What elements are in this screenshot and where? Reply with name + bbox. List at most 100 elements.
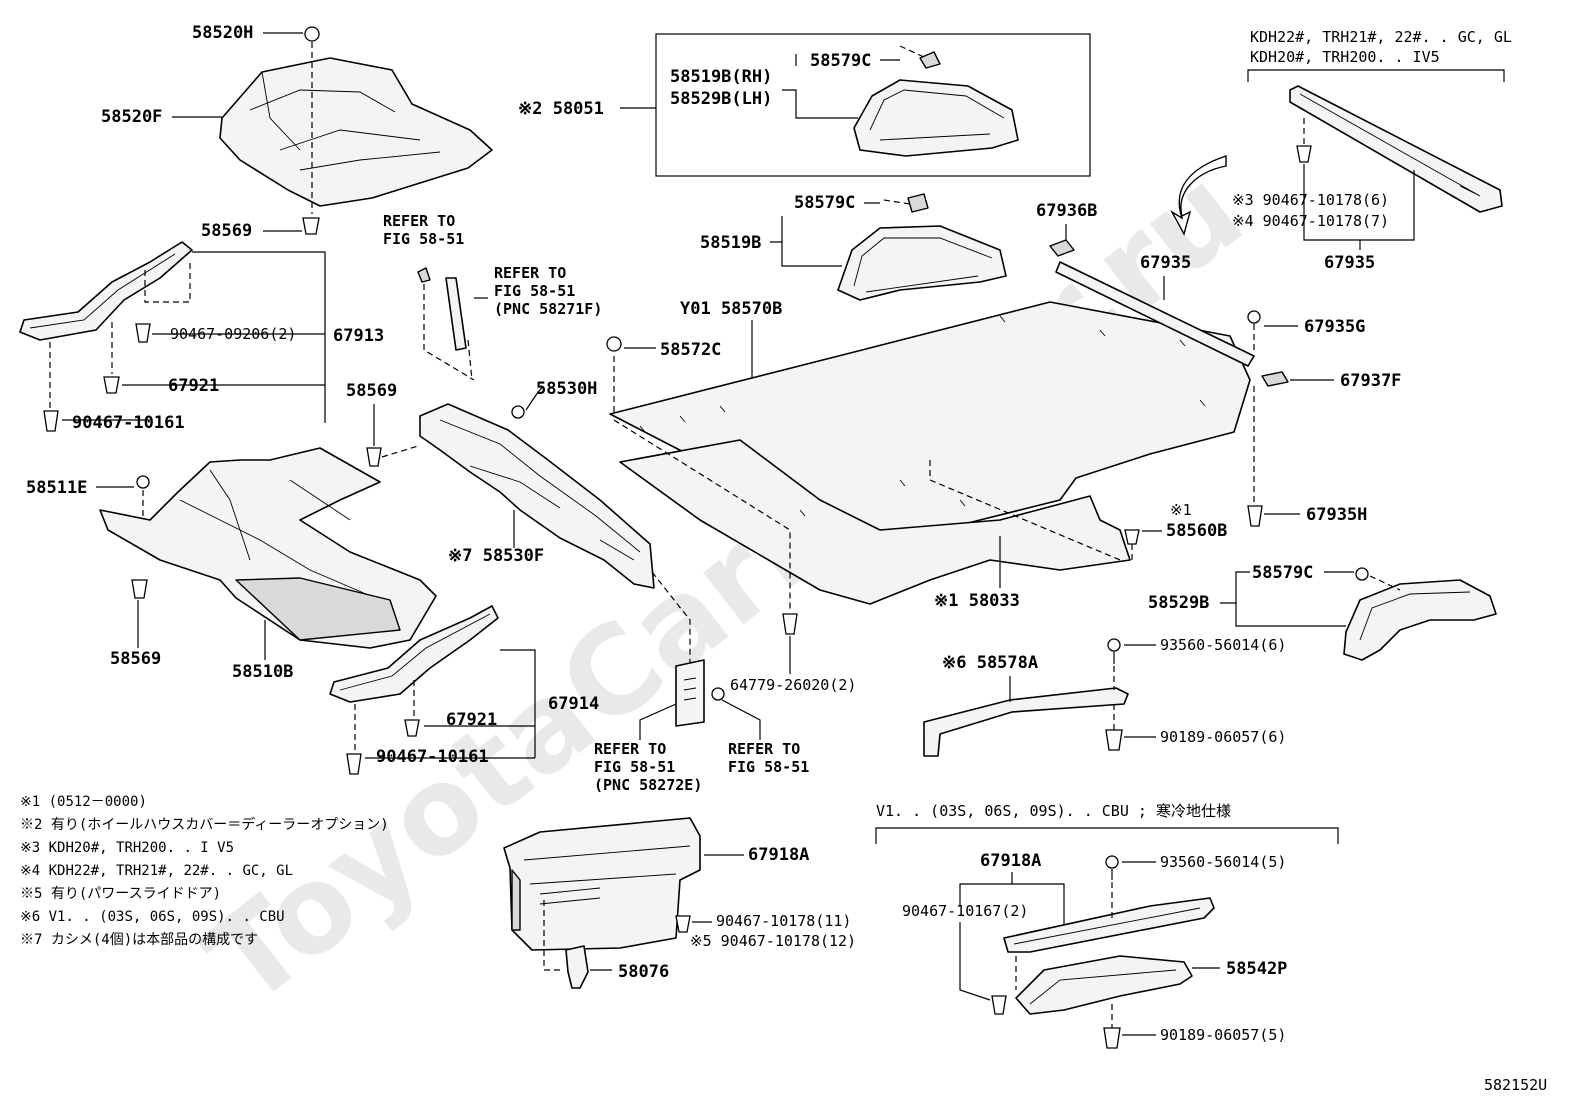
clip-90189-5 xyxy=(1103,1027,1121,1049)
label-90467-10161-b: 90467-10161 xyxy=(376,747,489,767)
clip-67935H xyxy=(1247,505,1263,527)
label-93560-6: 93560-56014(6) xyxy=(1160,636,1286,654)
step-plate-67914 xyxy=(329,605,499,703)
ref3-line3: (PNC 58272E) xyxy=(594,776,702,794)
label-90467-10178-7: ※4 90467-10178(7) xyxy=(1232,212,1389,230)
clip-58560B xyxy=(1124,529,1140,560)
label-90467-10167: 90467-10167(2) xyxy=(902,902,1028,920)
clip-58569-tunnel xyxy=(366,447,382,467)
note-3: ※3 KDH20#, TRH200. . I V5 xyxy=(20,840,234,856)
wheelhouse-cover-58519B-box xyxy=(853,79,1019,157)
clip-64779 xyxy=(782,613,798,635)
clip-90467-10161-a xyxy=(43,410,59,432)
note-5: ※5 有り(パワースライドドア) xyxy=(20,886,221,902)
wheelhouse-cover-58529B xyxy=(1343,579,1497,661)
panel-58542P xyxy=(1015,955,1193,1015)
label-64779: 64779-26020(2) xyxy=(730,676,856,694)
front-floor-silencer-58520F xyxy=(219,57,493,207)
models-top-line2: KDH20#, TRH200. . IV5 xyxy=(1250,48,1440,66)
note-2: ※2 有り(ホイールハウスカバー＝ディーラーオプション) xyxy=(20,816,389,833)
note-6: ※6 V1. . (03S, 06S, 09S). . CBU xyxy=(20,909,285,925)
label-58560B-mark: ※1 xyxy=(1170,501,1192,519)
clip-58572C xyxy=(606,336,622,352)
label-58569-top: 58569 xyxy=(201,221,252,241)
hook-58076 xyxy=(565,945,589,989)
label-67914: 67914 xyxy=(548,694,599,714)
clip-67921-b xyxy=(404,719,420,737)
label-90189-6: 90189-06057(6) xyxy=(1160,728,1286,746)
label-67935-top: 67935 xyxy=(1324,253,1375,273)
label-58530H: 58530H xyxy=(536,379,597,399)
clip-58520H xyxy=(304,26,320,214)
label-58570B: Y01 58570B xyxy=(680,299,782,319)
ref2-line3: (PNC 58271F) xyxy=(494,300,602,318)
option-box-58051 xyxy=(655,33,1091,177)
label-90189-5: 90189-06057(5) xyxy=(1160,1026,1286,1044)
label-58569-tunnel: 58569 xyxy=(346,381,397,401)
clip-67935G xyxy=(1247,310,1261,352)
label-58529B-LH: 58529B(LH) xyxy=(670,89,772,109)
clip-67921-a xyxy=(103,376,120,394)
luggage-trim-67918A xyxy=(503,817,701,951)
scuff-plate-67935 xyxy=(1289,85,1503,213)
clip-90467-10178-top xyxy=(1296,118,1312,163)
ref4-line2: FIG 58-51 xyxy=(728,758,809,776)
ref2-line1: REFER TO xyxy=(494,264,566,282)
floor-silencer-58510B xyxy=(99,447,437,649)
label-90467-10178-12: ※5 90467-10178(12) xyxy=(690,932,856,950)
note-7: ※7 カシメ(4個)は本部品の構成です xyxy=(20,932,258,948)
cold-spec-title: V1. . (03S, 06S, 09S). . CBU ; 寒冷地仕様 xyxy=(876,802,1231,820)
note-4: ※4 KDH22#, TRH21#, 22#. . GC, GL xyxy=(20,863,293,879)
ref1-line1: REFER TO xyxy=(383,212,455,230)
label-58560B: 58560B xyxy=(1166,521,1227,541)
clip-90189-6 xyxy=(1105,729,1123,751)
label-90467-10178-11: 90467-10178(11) xyxy=(716,912,851,930)
note-1: ※1 (0512－0000) xyxy=(20,794,147,810)
label-93560-5: 93560-56014(5) xyxy=(1160,853,1286,871)
screw-93560-5 xyxy=(1105,855,1119,880)
label-67921-b: 67921 xyxy=(446,710,497,730)
label-67913: 67913 xyxy=(333,326,384,346)
label-67921-a: 67921 xyxy=(168,376,219,396)
clip-90467-09206 xyxy=(135,323,151,343)
models-top-line1: KDH22#, TRH21#, 22#. . GC, GL xyxy=(1250,28,1512,46)
clip-90467-10167 xyxy=(991,995,1007,1015)
ref2-line2: FIG 58-51 xyxy=(494,282,575,300)
clip-58511E xyxy=(136,475,150,516)
screw-93560-6 xyxy=(1107,638,1121,664)
ref4-line1: REFER TO xyxy=(728,740,800,758)
label-58569-mid: 58569 xyxy=(110,649,161,669)
step-plate-67913 xyxy=(19,241,193,341)
bracket-58578A xyxy=(923,687,1129,757)
ref1-line2: FIG 58-51 xyxy=(383,230,464,248)
wheelhouse-cover-58519B xyxy=(837,225,1007,301)
label-90467-09206: 90467-09206(2) xyxy=(170,325,296,343)
clip-58569-top xyxy=(302,217,320,235)
label-58520F: 58520F xyxy=(101,107,162,127)
label-58519B-RH: 58519B(RH) xyxy=(670,67,772,87)
label-58529B: 58529B xyxy=(1148,593,1209,613)
clip-58530H xyxy=(511,405,525,419)
clip-58579C-c xyxy=(1355,567,1369,581)
label-67935H: 67935H xyxy=(1306,505,1367,525)
label-90467-10178-6: ※3 90467-10178(6) xyxy=(1232,191,1389,209)
label-58510B: 58510B xyxy=(232,662,293,682)
floor-mat-58570B xyxy=(609,301,1251,605)
tunnel-silencer-58530F xyxy=(419,403,655,589)
label-67935G: 67935G xyxy=(1304,317,1365,337)
label-58579C-b: 58579C xyxy=(794,193,855,213)
clip-90467-10161-b xyxy=(346,753,362,775)
ref3-line1: REFER TO xyxy=(594,740,666,758)
label-67935-mid: 67935 xyxy=(1140,253,1191,273)
label-58530F: ※7 58530F xyxy=(448,546,544,566)
label-58520H: 58520H xyxy=(192,23,253,43)
label-58542P: 58542P xyxy=(1226,959,1287,979)
direction-arrow xyxy=(1170,155,1227,236)
label-58579C-a: 58579C xyxy=(810,51,871,71)
label-67937F: 67937F xyxy=(1340,371,1401,391)
ref3-line2: FIG 58-51 xyxy=(594,758,675,776)
label-58076: 58076 xyxy=(618,962,669,982)
footnotes: ※1 (0512－0000) ※2 有り(ホイールハウスカバー＝ディーラーオプシ… xyxy=(20,794,389,948)
label-67918A-a: 67918A xyxy=(748,845,809,865)
